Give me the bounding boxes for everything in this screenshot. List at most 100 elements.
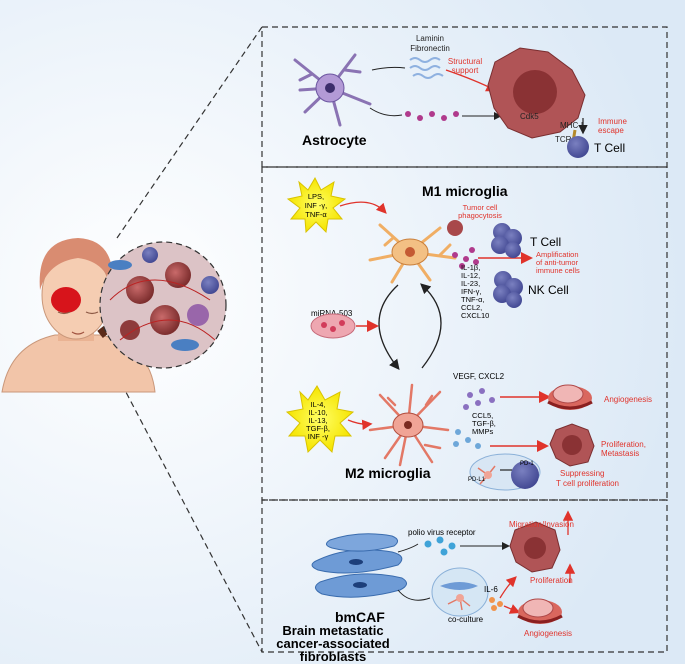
tumor-cell-m2	[549, 423, 595, 467]
bmcaf-to-receptor-line	[397, 543, 419, 553]
svg-text:IL-1β,: IL-1β,	[461, 263, 480, 272]
angiogenesis-vessel-icon-bmcaf	[517, 598, 563, 624]
bmcaf-label: bmCAF	[335, 609, 385, 625]
coculture-cells-icon	[440, 582, 478, 611]
amp-label-2: of anti-tumor	[536, 258, 579, 267]
support-label: support	[452, 66, 479, 75]
m1-stim-arrow	[339, 201, 387, 214]
m2-microglia-cell	[368, 383, 450, 467]
phago-label-1: Tumor cell	[463, 203, 498, 212]
mhc-label: MHC-I	[560, 121, 583, 130]
angiogenesis-m2-label: Angiogenesis	[604, 395, 652, 404]
t-cell-astro-icon	[567, 136, 589, 158]
amp-label-3: immune cells	[536, 266, 580, 275]
ecm-fibers-icon	[409, 57, 444, 79]
m2-secreted-vesicles	[453, 429, 481, 449]
polio-receptor-vesicles	[424, 536, 456, 556]
secreted-vesicles	[405, 111, 459, 121]
amp-label-1: Amplification	[536, 250, 579, 259]
cdk5-label: Cdk5	[520, 112, 539, 121]
il6-vesicles	[489, 597, 503, 611]
suppressed-t-cell-icon	[511, 461, 539, 489]
svg-text:IL-12,: IL-12,	[461, 271, 480, 280]
m2-to-m1-arrow	[420, 283, 442, 369]
tumor-microenvironment-lens	[99, 241, 227, 369]
m1-tcell-label: T Cell	[530, 235, 561, 249]
vegf-vesicles	[463, 388, 495, 410]
m1-stim-lps: LPS,	[308, 192, 324, 201]
m1-cytokine-list: IL-1β, IL-12, IL-23, IFN-γ, TNF-α, CCL2,…	[461, 263, 489, 320]
astro-to-vesicle-line	[369, 107, 403, 117]
svg-text:IL-23,: IL-23,	[461, 279, 480, 288]
mirna-vesicles	[310, 313, 356, 339]
vegf-label: VEGF, CXCL2	[453, 372, 505, 381]
patient-bust	[1, 238, 156, 393]
m2-stim-2: IL-10,	[308, 408, 327, 417]
nk-cell-cluster-icon	[493, 271, 523, 308]
m2-stim-1: IL-4,	[310, 400, 325, 409]
brain-tumor-icon	[51, 287, 81, 313]
suppress-label-1: Suppressing	[560, 469, 604, 478]
m2-stim-arrow	[347, 419, 373, 430]
laminin-label: Laminin	[416, 34, 444, 43]
m2-label: M2 microglia	[345, 465, 431, 481]
m1-to-m2-arrow	[378, 284, 400, 371]
coculture-label: co-culture	[448, 615, 484, 624]
panel-frames	[116, 26, 668, 653]
polio-receptor-label: polio virus receptor	[408, 528, 476, 537]
astrocyte-panel-frame	[261, 26, 668, 168]
m1-stim-inf: INF -γ,	[305, 201, 328, 210]
m2-stim-3: IL-13,	[308, 416, 327, 425]
immune-label: Immune	[598, 117, 627, 126]
angiogenesis-bmcaf-label: Angiogenesis	[524, 629, 572, 638]
zoom-line-bottom	[116, 374, 263, 653]
nk-cell-label: NK Cell	[528, 283, 569, 297]
phago-label-2: phagocytosis	[458, 211, 502, 220]
astrocyte-cell	[293, 53, 372, 127]
m2-factor-3: MMPs	[472, 427, 493, 436]
prolif-m2-label-1: Proliferation,	[601, 440, 646, 449]
coculture-bubble	[431, 567, 489, 617]
il6-label: IL-6	[484, 585, 498, 594]
svg-text:CXCL10: CXCL10	[461, 311, 489, 320]
zoom-line-top	[116, 26, 263, 239]
suppress-label-2: T cell proliferation	[556, 479, 619, 488]
m1-microglia-cell	[368, 223, 457, 284]
m1-cytokine-vesicles	[452, 247, 479, 269]
il6-to-tumor-arrow	[499, 576, 517, 599]
m2-stimuli-burst	[285, 385, 355, 454]
bmcaf-to-coculture-line	[397, 589, 431, 601]
bmcaf-full-1: Brain metastatic	[282, 623, 383, 638]
astro-to-ecm-line	[371, 66, 406, 71]
escape-label: escape	[598, 126, 624, 135]
m2-factor-2: TGF-β,	[472, 419, 496, 428]
pd1-label: PD-1	[520, 461, 534, 467]
migration-label: Migration/Invasion	[509, 520, 574, 529]
tumor-cell-bmcaf	[509, 521, 561, 573]
angiogenesis-vessel-icon-m2	[547, 384, 593, 410]
m2-stim-4: TGF-β,	[306, 424, 330, 433]
m1-label: M1 microglia	[422, 183, 508, 199]
bmcaf-panel-frame	[261, 499, 668, 653]
astrocyte-label: Astrocyte	[302, 132, 367, 148]
fibronectin-label: Fibronectin	[410, 44, 450, 53]
bmcaf-fibroblasts	[311, 533, 407, 598]
tumor-cell-astro	[487, 47, 586, 139]
structural-label: Structural	[448, 57, 482, 66]
m1-stim-tnf: TNF-α	[305, 210, 327, 219]
t-cell-cluster-icon	[491, 223, 522, 258]
svg-text:IFN-γ,: IFN-γ,	[461, 287, 481, 296]
il6-to-vessel-arrow	[503, 604, 521, 614]
m2-stim-5: INF -γ	[308, 432, 329, 441]
mirna-label: miRNA-503	[311, 309, 353, 318]
t-cell-astro-label: T Cell	[594, 141, 625, 155]
bmcaf-full-3: fibroblasts	[300, 649, 366, 664]
proliferation-bmcaf-label: Proliferation	[530, 576, 573, 585]
tcr-label: TCR	[555, 135, 572, 144]
m1-stimuli-burst	[286, 176, 347, 234]
pdl1-label: PD-L1	[468, 477, 486, 483]
svg-text:CCL2,: CCL2,	[461, 303, 482, 312]
bmcaf-full-2: cancer-associated	[276, 636, 390, 651]
